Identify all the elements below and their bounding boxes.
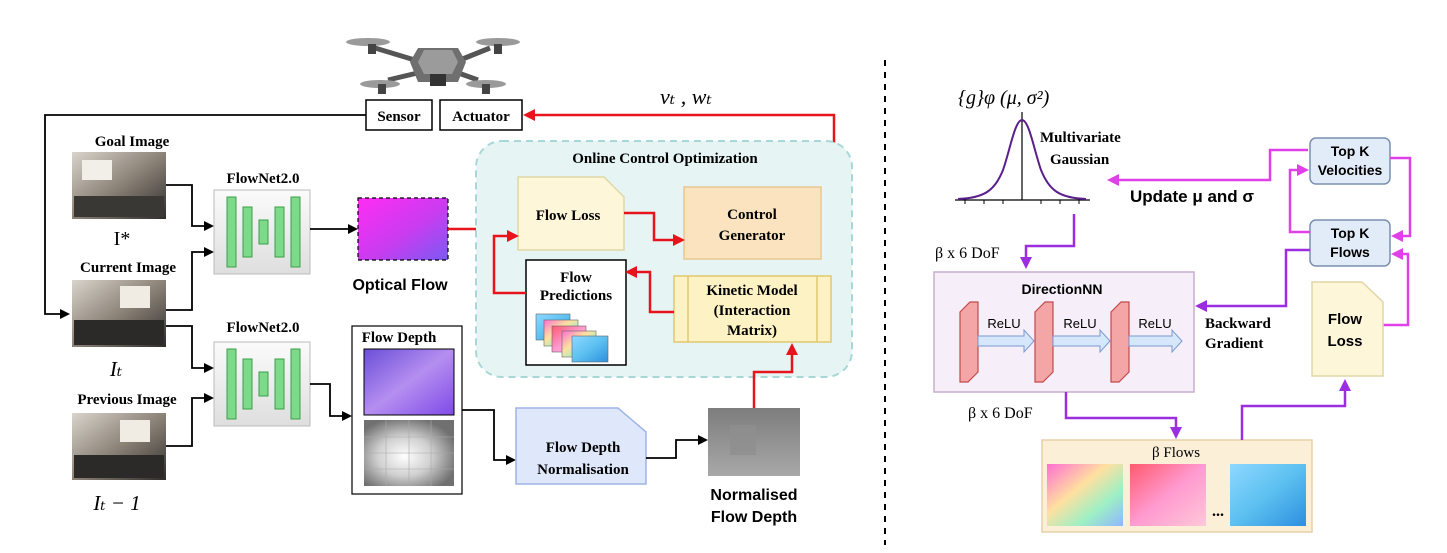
depth-to-kinetic-arrow (752, 343, 798, 408)
kinetic-model-line2: (Interaction (714, 303, 791, 319)
flow-depth-image (363, 348, 455, 416)
control-generator-line2: Generator (719, 228, 786, 244)
multivariate-line1: Multivariate (1040, 130, 1121, 146)
control-generator-box (683, 186, 822, 260)
optical-flow-label: Optical Flow (352, 277, 448, 294)
beta-flows-label: β Flows (1152, 445, 1200, 461)
actuator-label: Actuator (452, 109, 510, 125)
flow-loss-right-line2: Loss (1327, 333, 1362, 350)
beta-flow-image-2 (1130, 464, 1206, 526)
goal-image (72, 152, 166, 219)
control-generator-line1: Control (727, 207, 777, 223)
update-arrow (1107, 148, 1308, 186)
flow-predictions-line2: Predictions (540, 288, 612, 304)
normalisation-line2: Normalisation (537, 462, 629, 478)
current-to-flownet2-arrow (166, 325, 214, 373)
loss-to-generator-arrow (624, 211, 685, 246)
backward-gradient-arrow (1195, 248, 1310, 312)
beta-flow-image-1 (1047, 464, 1123, 526)
kinetic-model-line1: Kinetic Model (706, 283, 797, 299)
relu-label-3: ReLU (1138, 316, 1171, 331)
loss-to-flows-arrow (1383, 248, 1410, 327)
beta-dof-top: β x 6 DoF (935, 245, 1000, 262)
previous-symbol: Iₜ − 1 (92, 491, 140, 515)
flownet-top (213, 189, 311, 275)
normalised-label-line1: Normalised (710, 487, 797, 504)
nn-to-flows-arrow (1064, 392, 1182, 439)
flow-depth-label: Flow Depth (362, 330, 437, 346)
flow-loss-right-box (1311, 281, 1384, 377)
beta-flow-image-3 (1230, 464, 1306, 526)
gaussian-curve-icon (955, 112, 1090, 204)
flow-predictions-line1: Flow (560, 270, 592, 286)
kinetic-model-line3: Matrix) (727, 323, 777, 339)
sensor-feedback-arrow (44, 114, 366, 319)
flownet2-to-depth-arrow (310, 383, 352, 421)
actuator-box (439, 99, 523, 131)
predictions-to-loss-arrow (492, 230, 526, 295)
flows-to-loss-arrow (1240, 379, 1351, 440)
goal-to-flownet-arrow (166, 184, 214, 231)
current-image-label: Current Image (80, 260, 176, 276)
direction-nn-label: DirectionNN (1022, 281, 1103, 297)
top-k-velocities-line1: Top K (1331, 143, 1370, 159)
top-k-flows-line2: Flows (1330, 244, 1370, 260)
flows-to-velocities-arrow (1288, 164, 1310, 234)
top-k-flows-box (1309, 219, 1391, 267)
previous-image-label: Previous Image (77, 392, 177, 408)
relu-layers (959, 301, 1183, 383)
goal-image-label: Goal Image (95, 134, 170, 150)
control-variables: vₜ , wₜ (660, 84, 712, 109)
previous-image (72, 413, 166, 480)
relu-label-2: ReLU (1063, 316, 1096, 331)
kinetic-model-box (673, 275, 832, 343)
flow-predictions-stack (535, 313, 609, 363)
ellipsis: ... (1212, 503, 1224, 520)
beta-dof-bottom: β x 6 DoF (968, 405, 1033, 422)
gaussian-to-nn-arrow (1020, 214, 1076, 269)
flownet-bottom (213, 341, 311, 427)
sensor-label: Sensor (377, 109, 421, 125)
current-image (72, 280, 166, 347)
normalisation-to-output-arrow (646, 435, 708, 459)
multivariate-line2: Gaussian (1050, 152, 1110, 168)
top-k-flows-line1: Top K (1331, 225, 1370, 241)
depth-to-normalisation-arrow (462, 409, 516, 465)
optical-flow-image (357, 197, 449, 261)
depth-map-image (364, 420, 454, 486)
flownet-bottom-label: FlowNet2.0 (227, 320, 300, 336)
flow-loss-right-line1: Flow (1328, 311, 1362, 328)
flow-loss-label: Flow Loss (536, 208, 601, 224)
normalisation-line1: Flow Depth (546, 440, 621, 456)
previous-to-flownet2-arrow (166, 393, 214, 447)
online-control-title: Online Control Optimization (572, 151, 758, 167)
current-symbol: Iₜ (109, 357, 122, 381)
goal-symbol: I* (114, 228, 131, 250)
top-k-velocities-box (1309, 137, 1391, 185)
normalised-label-line2: Flow Depth (711, 509, 797, 526)
current-to-flownet-arrow (166, 247, 214, 311)
kinetic-to-predictions-arrow (625, 266, 674, 314)
relu-label-1: ReLU (987, 316, 1020, 331)
normalised-depth-image (708, 408, 800, 476)
update-label: Update μ and σ (1130, 187, 1254, 206)
backward-gradient-line1: Backward (1205, 316, 1271, 332)
gaussian-formula: {g}φ (μ, σ²) (958, 87, 1050, 109)
backward-gradient-line2: Gradient (1205, 336, 1263, 352)
top-k-velocities-line2: Velocities (1318, 162, 1383, 178)
drone-icon (346, 38, 520, 94)
flownet-top-label: FlowNet2.0 (227, 171, 300, 187)
velocities-to-flows-arrow (1390, 156, 1412, 242)
